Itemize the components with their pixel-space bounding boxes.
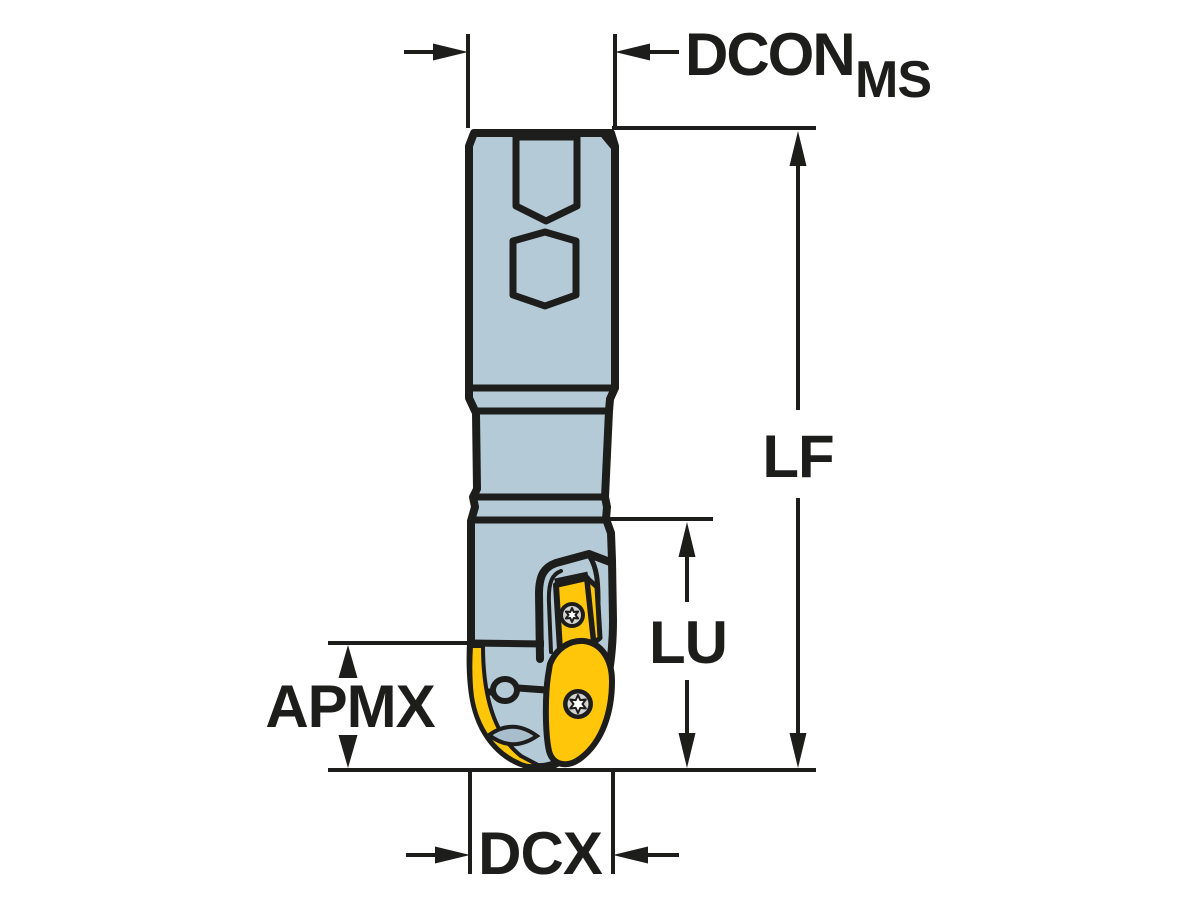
- upper-torx-screw: [559, 602, 585, 628]
- ball-bottom-facet: [485, 724, 541, 747]
- upper-insert-top-edge: [554, 571, 589, 586]
- main-torx-screw: [563, 689, 593, 719]
- insert-pocket-inner-line: [546, 569, 563, 654]
- lf-arrowhead-top: [789, 131, 807, 166]
- coolant-hole: [490, 676, 520, 704]
- lu-label: LU: [649, 609, 727, 676]
- dcon-label: DCON: [685, 21, 854, 88]
- dcon-sub-label: MS: [855, 51, 931, 109]
- dimension-lu: LU: [606, 517, 728, 768]
- ball-nose-insert: [542, 637, 615, 768]
- lf-label: LF: [762, 423, 833, 490]
- insert-edge-line: [470, 639, 545, 648]
- insert-pocket-wall: [535, 550, 614, 663]
- main-screw-torx-icon: [569, 694, 587, 714]
- dcon-arrowhead-right: [615, 43, 650, 61]
- weldon-flat: [512, 133, 581, 225]
- apmx-arrowhead-bottom: [338, 735, 358, 768]
- cutter-head: [468, 550, 615, 769]
- dimension-apmx: APMX: [265, 641, 469, 768]
- upper-insert: [553, 571, 603, 653]
- upper-screw-torx-icon: [564, 607, 580, 623]
- shank-corner-chamfer: [601, 132, 617, 150]
- shank-screw-flat: [509, 228, 580, 310]
- dcon-arrowhead-left: [433, 43, 468, 61]
- dcx-arrowhead-left: [435, 846, 470, 864]
- dimension-lf: LF: [328, 126, 835, 772]
- dimension-dcon: DCON MS: [404, 21, 932, 128]
- dimension-dcx: DCX: [406, 772, 679, 887]
- apmx-label: APMX: [265, 673, 435, 740]
- head-facet-line-right: [517, 684, 547, 694]
- lu-arrowhead-top: [678, 522, 696, 557]
- lf-arrowhead-bottom: [789, 733, 807, 768]
- upper-insert-side-facet: [584, 575, 603, 646]
- apmx-arrowhead-top: [338, 645, 358, 678]
- dcx-arrowhead-right: [613, 846, 648, 864]
- lu-arrowhead-bottom: [678, 733, 696, 768]
- dcx-label: DCX: [478, 820, 603, 887]
- tool-body: [465, 129, 619, 771]
